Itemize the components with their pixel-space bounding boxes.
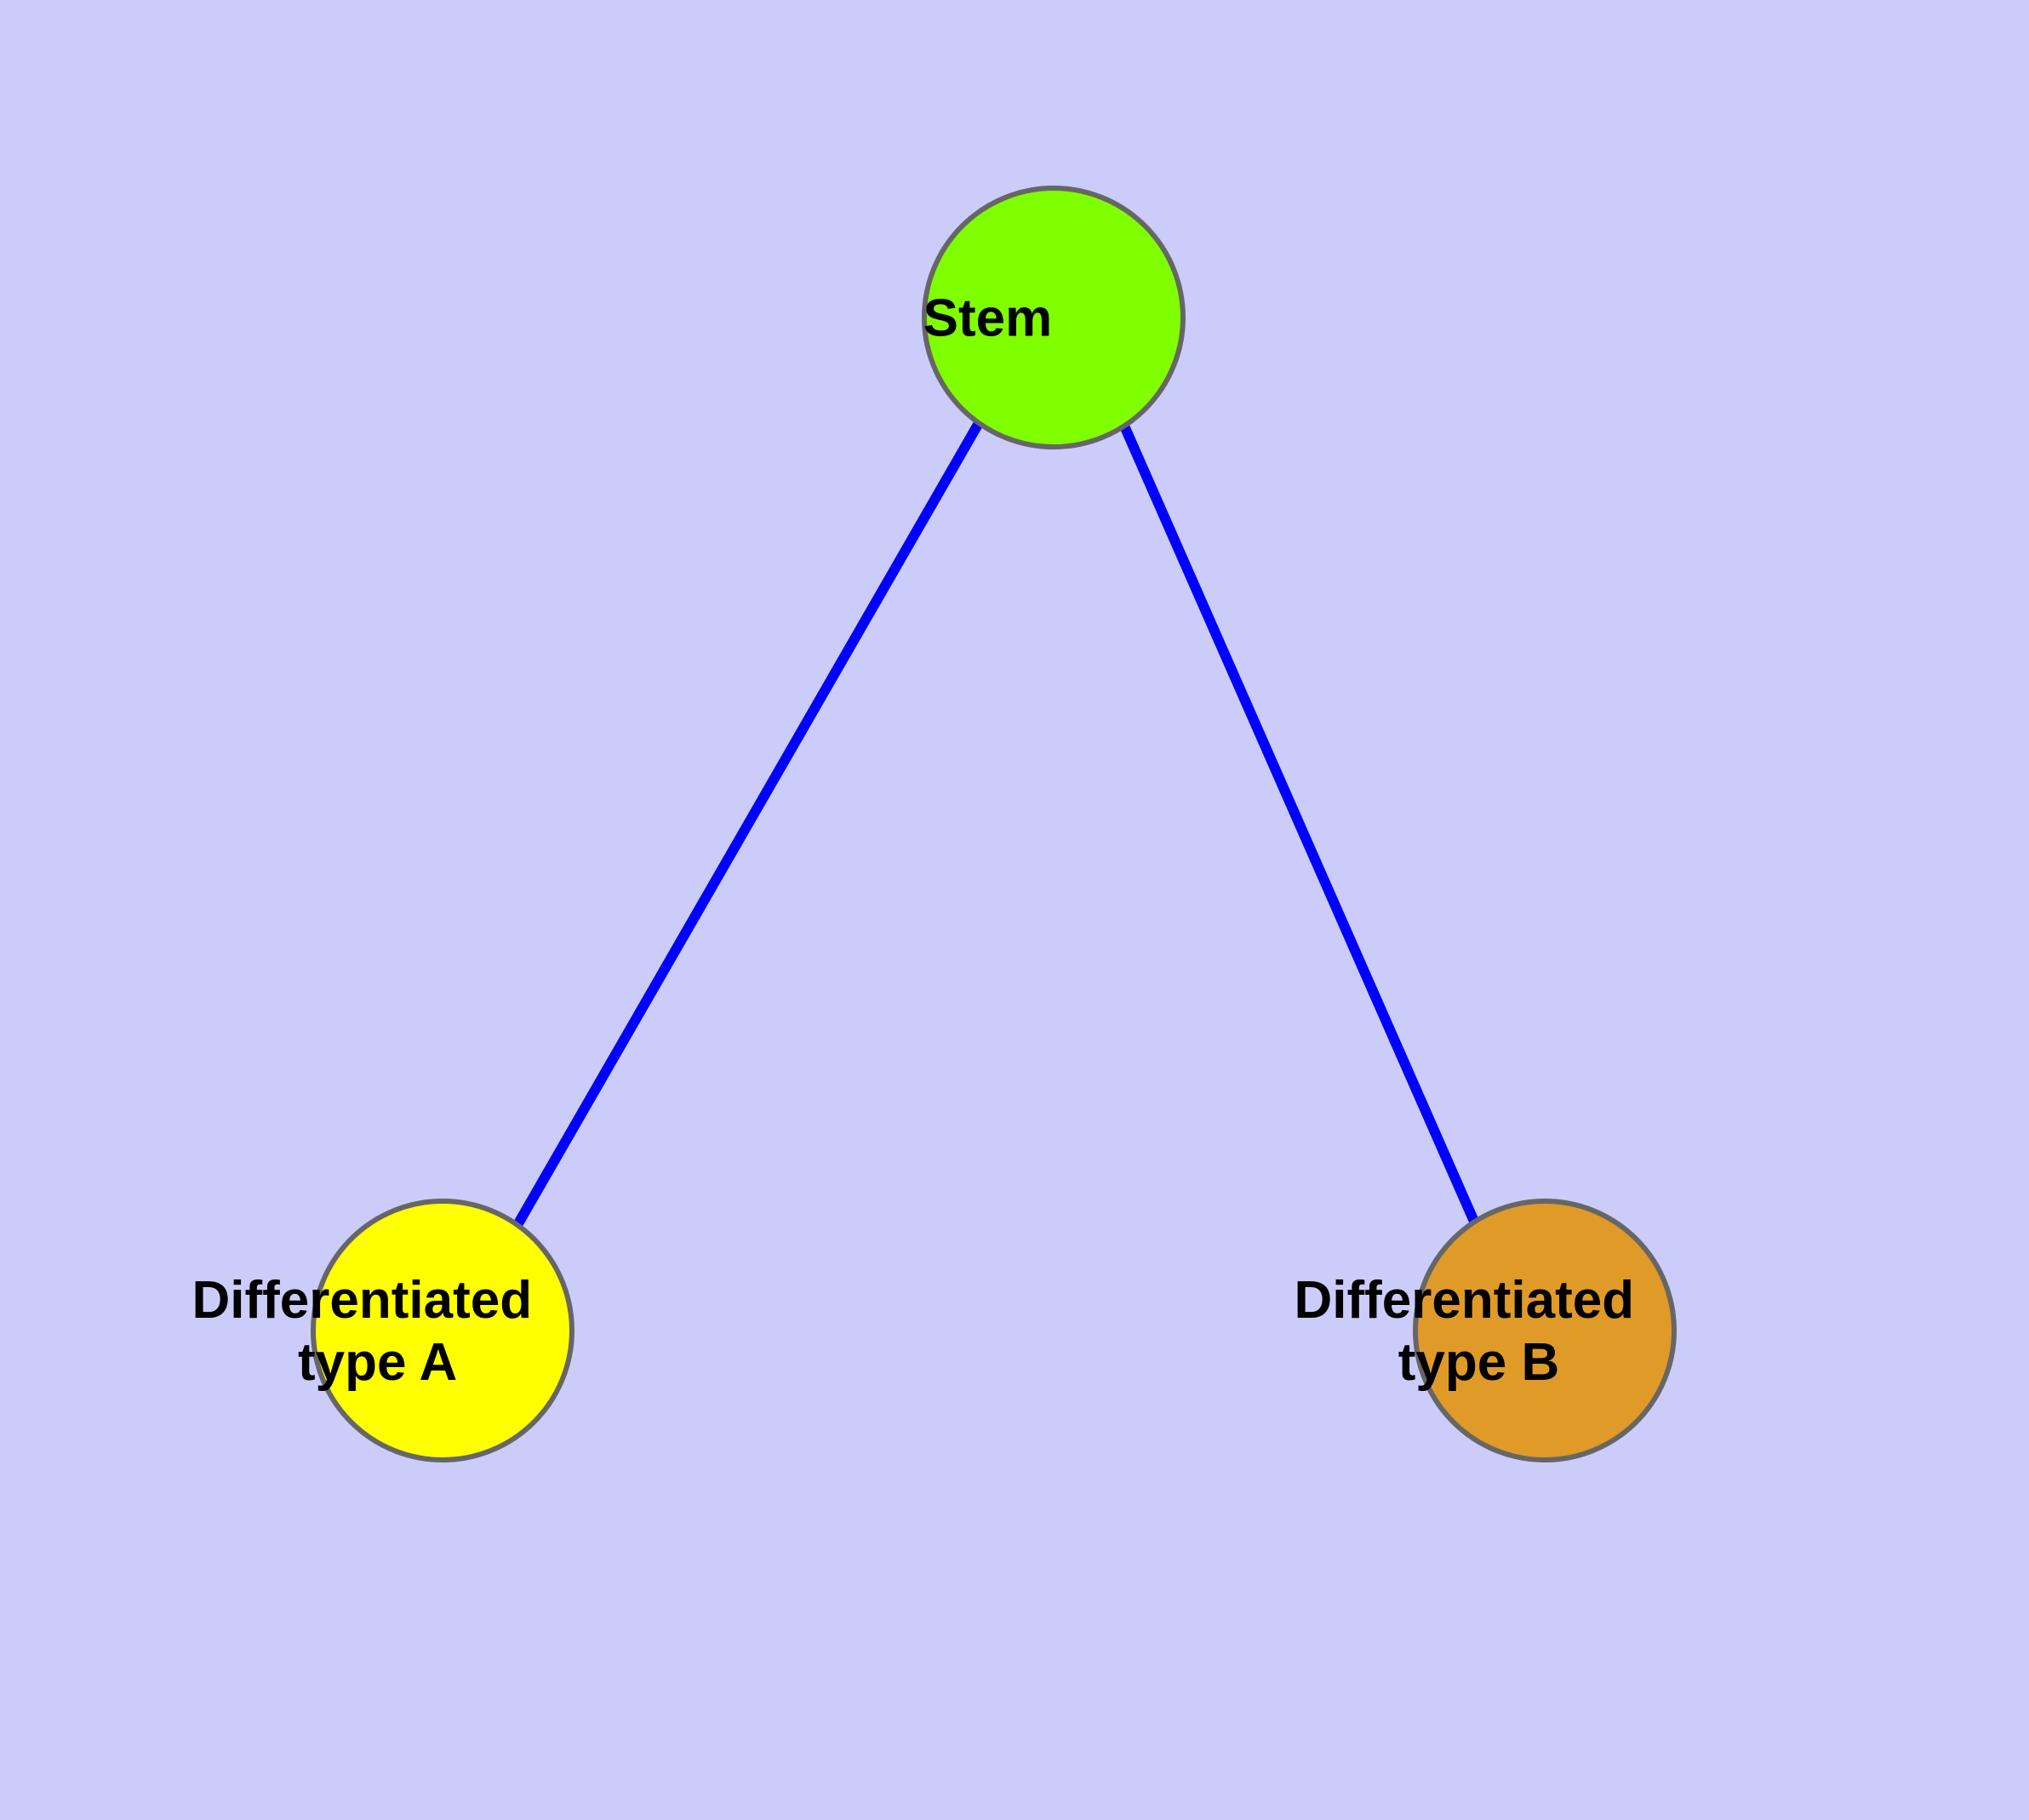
edges-layer	[512, 421, 1480, 1228]
node-differentiated-type-b-label-line-2: type B	[1398, 1333, 1559, 1392]
node-stem-circle[interactable]	[922, 186, 1186, 449]
node-stem[interactable]: Stem	[922, 186, 1186, 449]
node-differentiated-type-a-label: Differentiated type A	[191, 1271, 693, 1392]
node-stem-label: Stem	[923, 289, 1185, 348]
edge-stem-to-differentiated-type-b[interactable]	[1118, 421, 1480, 1226]
edge-stem-to-differentiated-type-a[interactable]	[512, 421, 984, 1228]
node-stem-label-line-1: Stem	[923, 289, 1053, 348]
node-differentiated-type-a[interactable]: Differentiated type A	[191, 1199, 693, 1462]
node-differentiated-type-b-label-line-1: Differentiated	[1294, 1271, 1634, 1330]
node-differentiated-type-b-label: Differentiated type B	[1294, 1271, 1795, 1392]
node-differentiated-type-a-label-line-2: type A	[298, 1333, 456, 1392]
node-differentiated-type-a-label-line-1: Differentiated	[191, 1271, 532, 1330]
node-differentiated-type-a-circle[interactable]	[311, 1199, 574, 1462]
node-differentiated-type-b-circle[interactable]	[1413, 1199, 1677, 1462]
node-differentiated-type-b[interactable]: Differentiated type B	[1294, 1199, 1795, 1462]
nodes-layer: Stem Differentiated type A Differentiate…	[191, 186, 1795, 1462]
